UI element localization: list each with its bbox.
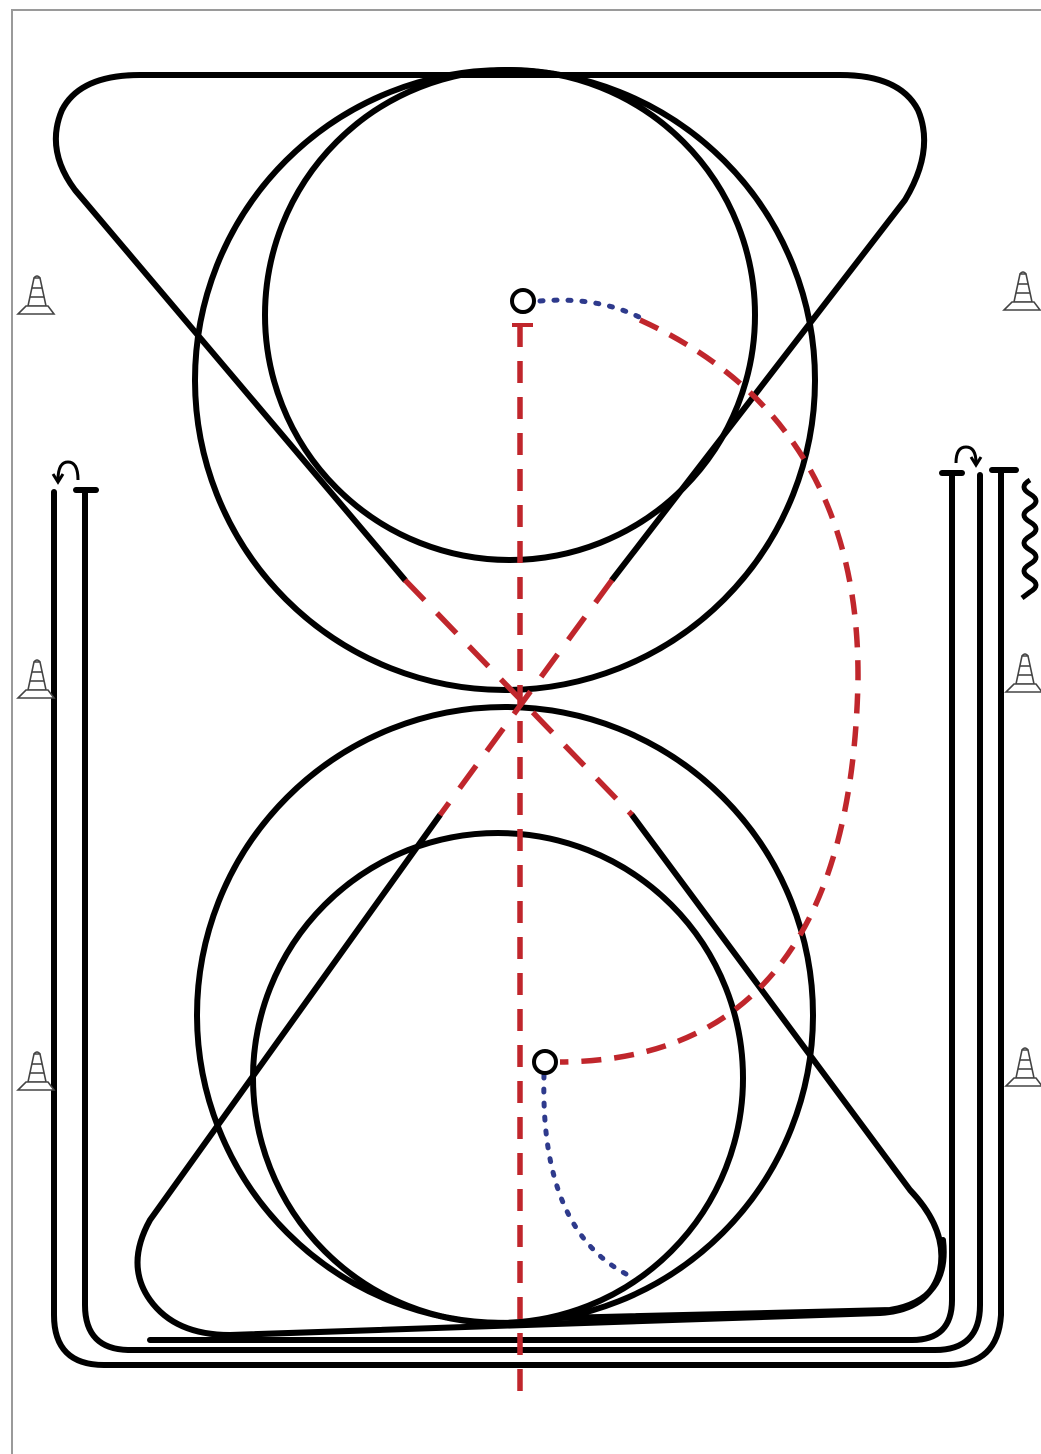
outer-track-loop-4: [557, 1237, 947, 1321]
arena-border: [11, 9, 1041, 1454]
u-turn-arrow-icon: [51, 460, 80, 485]
red-dashed-diagonal-a: [403, 578, 634, 817]
traffic-cone-icon: [16, 659, 56, 699]
red-dashed-diagonal-b: [437, 578, 615, 817]
upper-large-circle: [192, 67, 818, 693]
lower-triangle-track: [134, 812, 945, 1338]
circle-marker-icon: [532, 1049, 558, 1075]
lower-small-circle: [250, 830, 746, 1326]
traffic-cone-icon: [1004, 653, 1041, 693]
red-dashed-arc: [559, 317, 861, 1065]
outer-track-loop-3: [147, 471, 955, 1343]
zigzag-marker: [1020, 477, 1039, 600]
traffic-cone-icon: [1004, 1047, 1041, 1087]
blue-dotted-arc-upper: [537, 297, 648, 323]
traffic-cone-icon: [16, 1051, 56, 1091]
upper-triangle-track: [52, 72, 928, 583]
outer-track-loop-2: [82, 472, 983, 1353]
circle-marker-icon: [510, 288, 536, 327]
upper-small-circle: [262, 67, 758, 563]
u-turn-arrow-icon: [954, 445, 983, 468]
blue-dotted-arc-lower: [541, 1072, 631, 1278]
lower-large-circle: [194, 704, 816, 1326]
outer-track-loop-1: [51, 467, 1004, 1368]
traffic-cone-icon: [1002, 271, 1041, 311]
traffic-cone-icon: [16, 275, 56, 315]
